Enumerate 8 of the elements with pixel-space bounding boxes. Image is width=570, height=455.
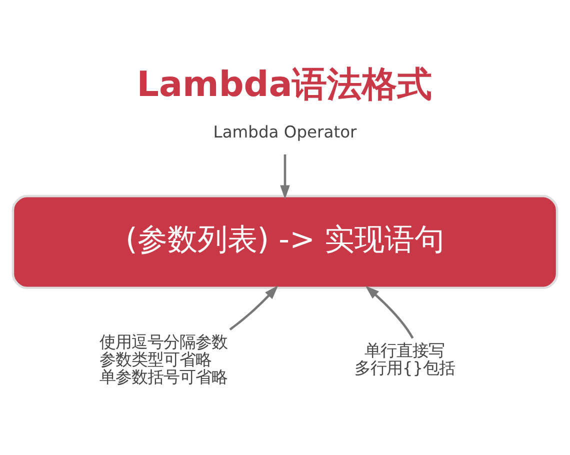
arrow [229, 284, 278, 330]
diagram-title: Lambda语法格式 [136, 64, 432, 105]
node-text: 单行直接写 多行用{}包括 [354, 340, 456, 378]
arrow [365, 285, 414, 338]
node-box: (参数列表) -> 实现语句 [12, 194, 558, 289]
node-text: 使用逗号分隔参数 参数类型可省略 单参数括号可省略 [100, 332, 228, 386]
arrow [280, 154, 290, 199]
node-text: Lambda Operator [213, 122, 357, 142]
